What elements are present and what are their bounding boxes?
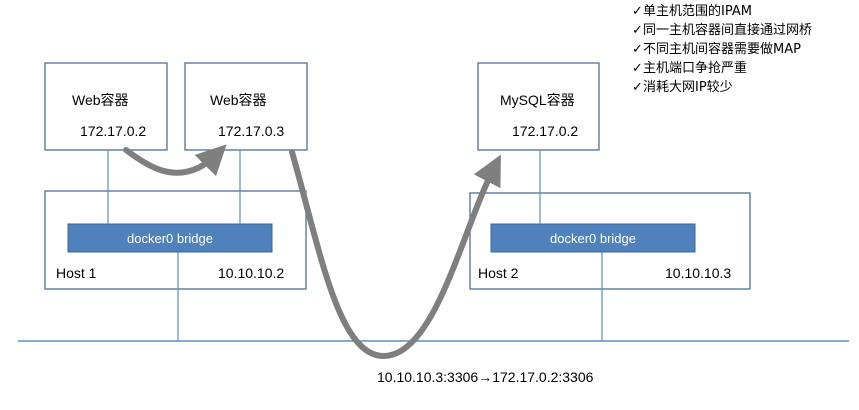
host1-container-1-ip: 172.17.0.2 — [80, 123, 146, 139]
feature-item: ✓单主机范围的IPAM — [632, 2, 812, 21]
intra-host-arrow — [123, 144, 227, 177]
check-icon: ✓ — [632, 4, 643, 19]
host2-bridge-label: docker0 bridge — [550, 231, 636, 246]
host2-ip: 10.10.10.3 — [665, 265, 731, 281]
host2-name: Host 2 — [478, 265, 519, 281]
host2-container-1-name: MySQL容器 — [500, 92, 575, 108]
feature-item: ✓同一主机容器间直接通过网桥 — [632, 21, 812, 40]
check-icon: ✓ — [632, 23, 643, 38]
host1-container-2-box — [184, 62, 308, 151]
feature-item: ✓消耗大网IP较少 — [632, 78, 812, 97]
port-map-label: 10.10.10.3:3306→172.17.0.2:3306 — [377, 369, 594, 385]
feature-text: 不同主机间容器需要做MAP — [643, 42, 801, 57]
host1-bridge-label: docker0 bridge — [127, 231, 213, 246]
cross-host-arrow — [289, 149, 501, 360]
feature-text: 主机端口争抢严重 — [643, 61, 748, 76]
check-icon: ✓ — [632, 61, 643, 76]
host2-bridge — [490, 223, 696, 253]
host1-bridge — [67, 223, 273, 253]
feature-item: ✓主机端口争抢严重 — [632, 59, 812, 78]
host1-container-2-ip: 172.17.0.3 — [218, 123, 284, 139]
host1-container-1-box — [44, 62, 168, 151]
host1-container-2-name: Web容器 — [210, 92, 267, 108]
feature-list: ✓单主机范围的IPAM ✓同一主机容器间直接通过网桥 ✓不同主机间容器需要做MA… — [632, 2, 812, 97]
check-icon: ✓ — [632, 80, 643, 95]
feature-text: 单主机范围的IPAM — [643, 4, 752, 19]
host1-container-1-name: Web容器 — [72, 92, 129, 108]
feature-text: 消耗大网IP较少 — [643, 80, 733, 95]
host1-ip: 10.10.10.2 — [218, 265, 284, 281]
host1-name: Host 1 — [56, 265, 97, 281]
host2-container-1-box — [477, 62, 600, 151]
feature-text: 同一主机容器间直接通过网桥 — [643, 23, 813, 38]
host2-container-1-ip: 172.17.0.2 — [512, 123, 578, 139]
check-icon: ✓ — [632, 42, 643, 57]
feature-item: ✓不同主机间容器需要做MAP — [632, 40, 812, 59]
